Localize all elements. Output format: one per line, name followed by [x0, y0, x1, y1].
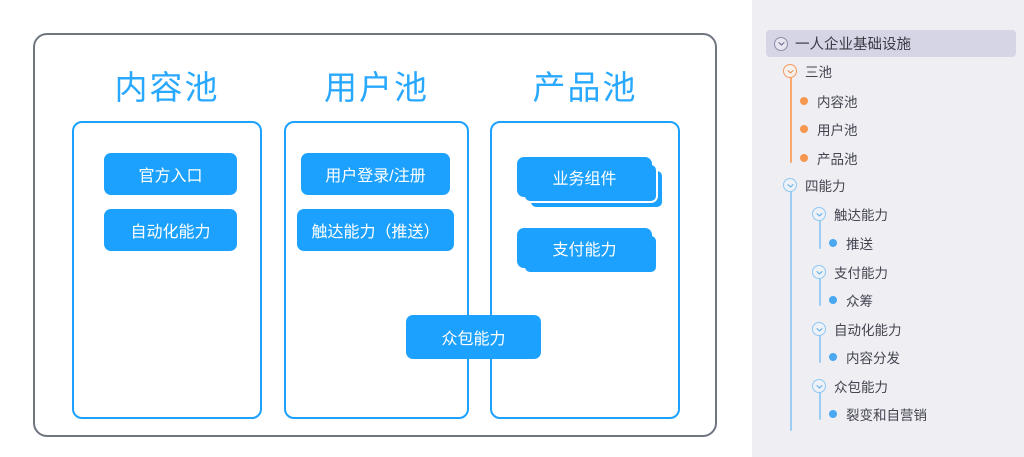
- bullet-dot-icon: [829, 239, 837, 247]
- tree-node-content-distribution[interactable]: 内容分发: [829, 348, 900, 366]
- tree-node-label: 内容分发: [846, 351, 900, 366]
- bullet-dot-icon: [829, 410, 837, 418]
- bullet-dot-icon: [829, 353, 837, 361]
- tree-node-crowdsourcing-capability[interactable]: 众包能力: [812, 377, 888, 395]
- chip-payment-capability[interactable]: 支付能力: [517, 228, 652, 268]
- tree-node-root[interactable]: 一人企业基础设施: [766, 30, 1016, 57]
- tree-connector-reach: [819, 220, 821, 249]
- chevron-down-circle-icon[interactable]: [783, 178, 797, 192]
- chevron-down-circle-icon[interactable]: [774, 36, 788, 51]
- tree-node-reach-capability[interactable]: 触达能力: [812, 205, 888, 223]
- pool-title-product: 产品池: [532, 69, 638, 106]
- tree-connector-four-capabilities: [790, 191, 792, 431]
- tree-node-label: 支付能力: [834, 266, 888, 281]
- tree-node-label: 产品池: [817, 152, 858, 167]
- chip-automation-capability[interactable]: 自动化能力: [104, 209, 237, 251]
- bullet-dot-icon: [800, 97, 808, 105]
- tree-node-label: 触达能力: [834, 208, 888, 223]
- tree-node-product-pool[interactable]: 产品池: [800, 149, 858, 167]
- diagram-canvas: 内容池 用户池 产品池 官方入口 自动化能力 用户登录/注册 触达能力（推送） …: [33, 33, 717, 437]
- tree-node-viral-self-marketing[interactable]: 裂变和自营销: [829, 405, 927, 423]
- chip-reach-capability-push[interactable]: 触达能力（推送）: [297, 209, 454, 251]
- tree-root-label: 一人企业基础设施: [795, 37, 911, 53]
- tree-connector-automation: [819, 334, 821, 363]
- tree-node-label: 三池: [805, 65, 832, 80]
- tree-node-content-pool[interactable]: 内容池: [800, 92, 858, 110]
- pool-title-content: 内容池: [114, 69, 220, 106]
- bullet-dot-icon: [829, 296, 837, 304]
- tree-connector-three-pools: [790, 77, 792, 163]
- chevron-down-circle-icon[interactable]: [812, 265, 826, 279]
- chevron-down-circle-icon[interactable]: [783, 64, 797, 78]
- tree-node-label: 自动化能力: [834, 323, 902, 338]
- chevron-down-circle-icon[interactable]: [812, 379, 826, 393]
- tree-node-payment-capability[interactable]: 支付能力: [812, 263, 888, 281]
- tree-node-label: 内容池: [817, 95, 858, 110]
- tree-connector-payment: [819, 277, 821, 306]
- tree-node-label: 四能力: [805, 179, 846, 194]
- pool-title-user: 用户池: [324, 69, 429, 106]
- chevron-down-circle-icon[interactable]: [812, 207, 826, 221]
- tree-node-push[interactable]: 推送: [829, 234, 873, 252]
- tree-connector-crowdsourcing: [819, 391, 821, 420]
- chip-stack-business-component[interactable]: 业务组件: [517, 157, 664, 209]
- bullet-dot-icon: [800, 154, 808, 162]
- chevron-down-circle-icon[interactable]: [812, 322, 826, 336]
- tree-node-label: 裂变和自营销: [846, 408, 927, 423]
- tree-node-label: 推送: [846, 237, 873, 252]
- bullet-dot-icon: [800, 125, 808, 133]
- tree-node-automation-capability[interactable]: 自动化能力: [812, 320, 902, 338]
- tree-node-user-pool[interactable]: 用户池: [800, 120, 858, 138]
- outline-tree-panel: 一人企业基础设施 三池 内容池 用户池 产品池 四能力: [752, 0, 1024, 457]
- chip-stack-payment-capability[interactable]: 支付能力: [517, 228, 658, 274]
- tree-node-crowdfunding[interactable]: 众筹: [829, 291, 873, 309]
- chip-business-component[interactable]: 业务组件: [517, 157, 652, 197]
- chip-user-login-register[interactable]: 用户登录/注册: [301, 153, 450, 195]
- tree-node-label: 众筹: [846, 294, 873, 309]
- tree-node-three-pools[interactable]: 三池: [783, 62, 832, 80]
- chip-crowdsourcing-capability[interactable]: 众包能力: [406, 315, 541, 359]
- tree-node-label: 众包能力: [834, 380, 888, 395]
- chip-official-entry[interactable]: 官方入口: [104, 153, 237, 195]
- tree-node-label: 用户池: [817, 123, 858, 138]
- tree-node-four-capabilities[interactable]: 四能力: [783, 176, 846, 194]
